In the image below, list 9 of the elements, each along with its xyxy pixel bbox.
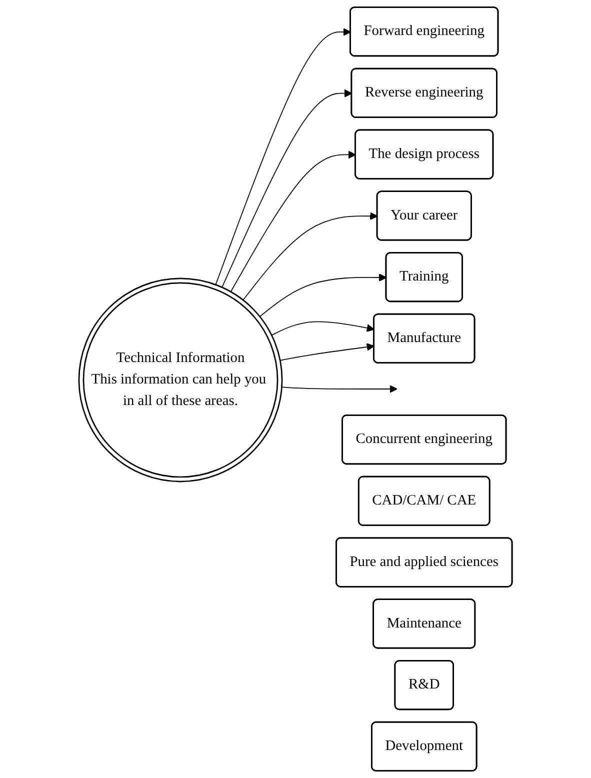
arrow <box>242 212 378 300</box>
arrow <box>271 321 374 336</box>
arrow <box>281 385 398 393</box>
arrow <box>230 150 356 292</box>
node-circle: Technical Information This information can help you in all of these areas. <box>78 278 283 482</box>
arrow <box>280 343 374 361</box>
arrow <box>215 28 352 286</box>
arrow <box>259 274 387 317</box>
arrow <box>222 89 352 288</box>
